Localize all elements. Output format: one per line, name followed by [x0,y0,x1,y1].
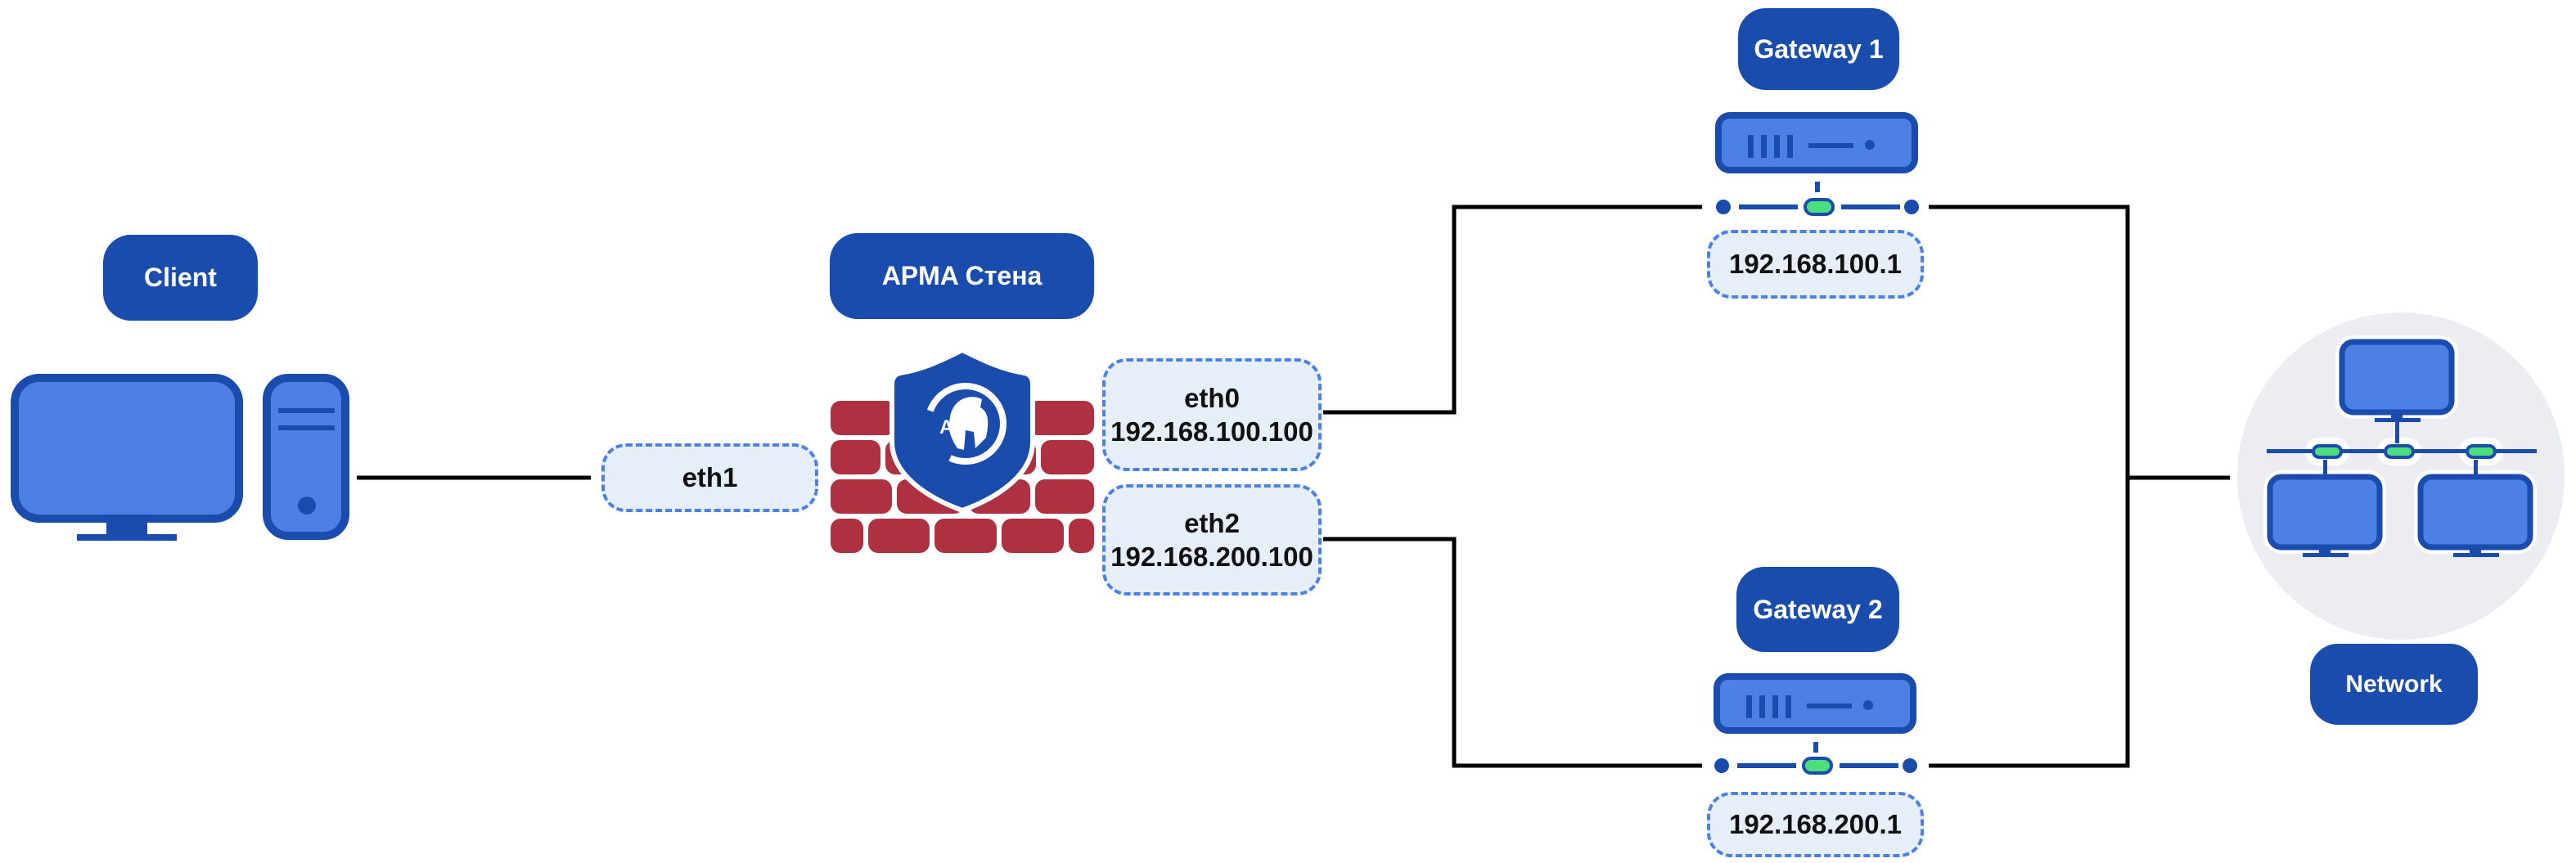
link-indicator [1802,757,1833,775]
network-topology-icon[interactable] [2237,312,2565,640]
client-label: Client [103,235,258,321]
spartan-helmet [949,397,989,450]
gateway1-ip[interactable]: 192.168.100.1 [1707,230,1924,299]
gateway2-label: Gateway 2 [1736,567,1899,652]
desktop-computer-icon[interactable] [11,374,349,541]
interface-ip: 192.168.200.100 [1110,542,1313,572]
link-indicator [2384,444,2415,459]
interface-name: eth1 [682,462,738,493]
server-icon[interactable] [1714,673,1917,775]
link-indicator [2466,444,2497,459]
gateway-ip-text: 192.168.200.1 [1728,809,1903,840]
link-indicator [2312,444,2343,459]
link-gateway1-network [1929,205,2130,768]
interface-eth2[interactable]: eth2 192.168.200.100 [1102,484,1322,596]
link-eth2-gateway2 [1323,537,1702,768]
network-label: Network [2310,644,2478,725]
link-eth0-gateway1 [1323,205,1702,415]
firewall-label: APMA Стена [830,233,1094,319]
interface-eth1[interactable]: eth1 [601,443,818,512]
interface-ip: 192.168.100.100 [1110,416,1313,447]
link-indicator [1804,198,1835,216]
interface-eth0[interactable]: eth0 192.168.100.100 [1102,358,1322,471]
interface-name: eth2 [1184,507,1240,538]
emblem-letter: A [939,416,953,438]
server-icon[interactable] [1715,112,1919,216]
gateway1-label: Gateway 1 [1738,8,1899,90]
gateway2-ip[interactable]: 192.168.200.1 [1707,792,1924,857]
firewall-shield-icon[interactable]: A [831,347,1094,553]
gateway-ip-text: 192.168.100.1 [1728,249,1903,280]
interface-name: eth0 [1184,382,1240,413]
